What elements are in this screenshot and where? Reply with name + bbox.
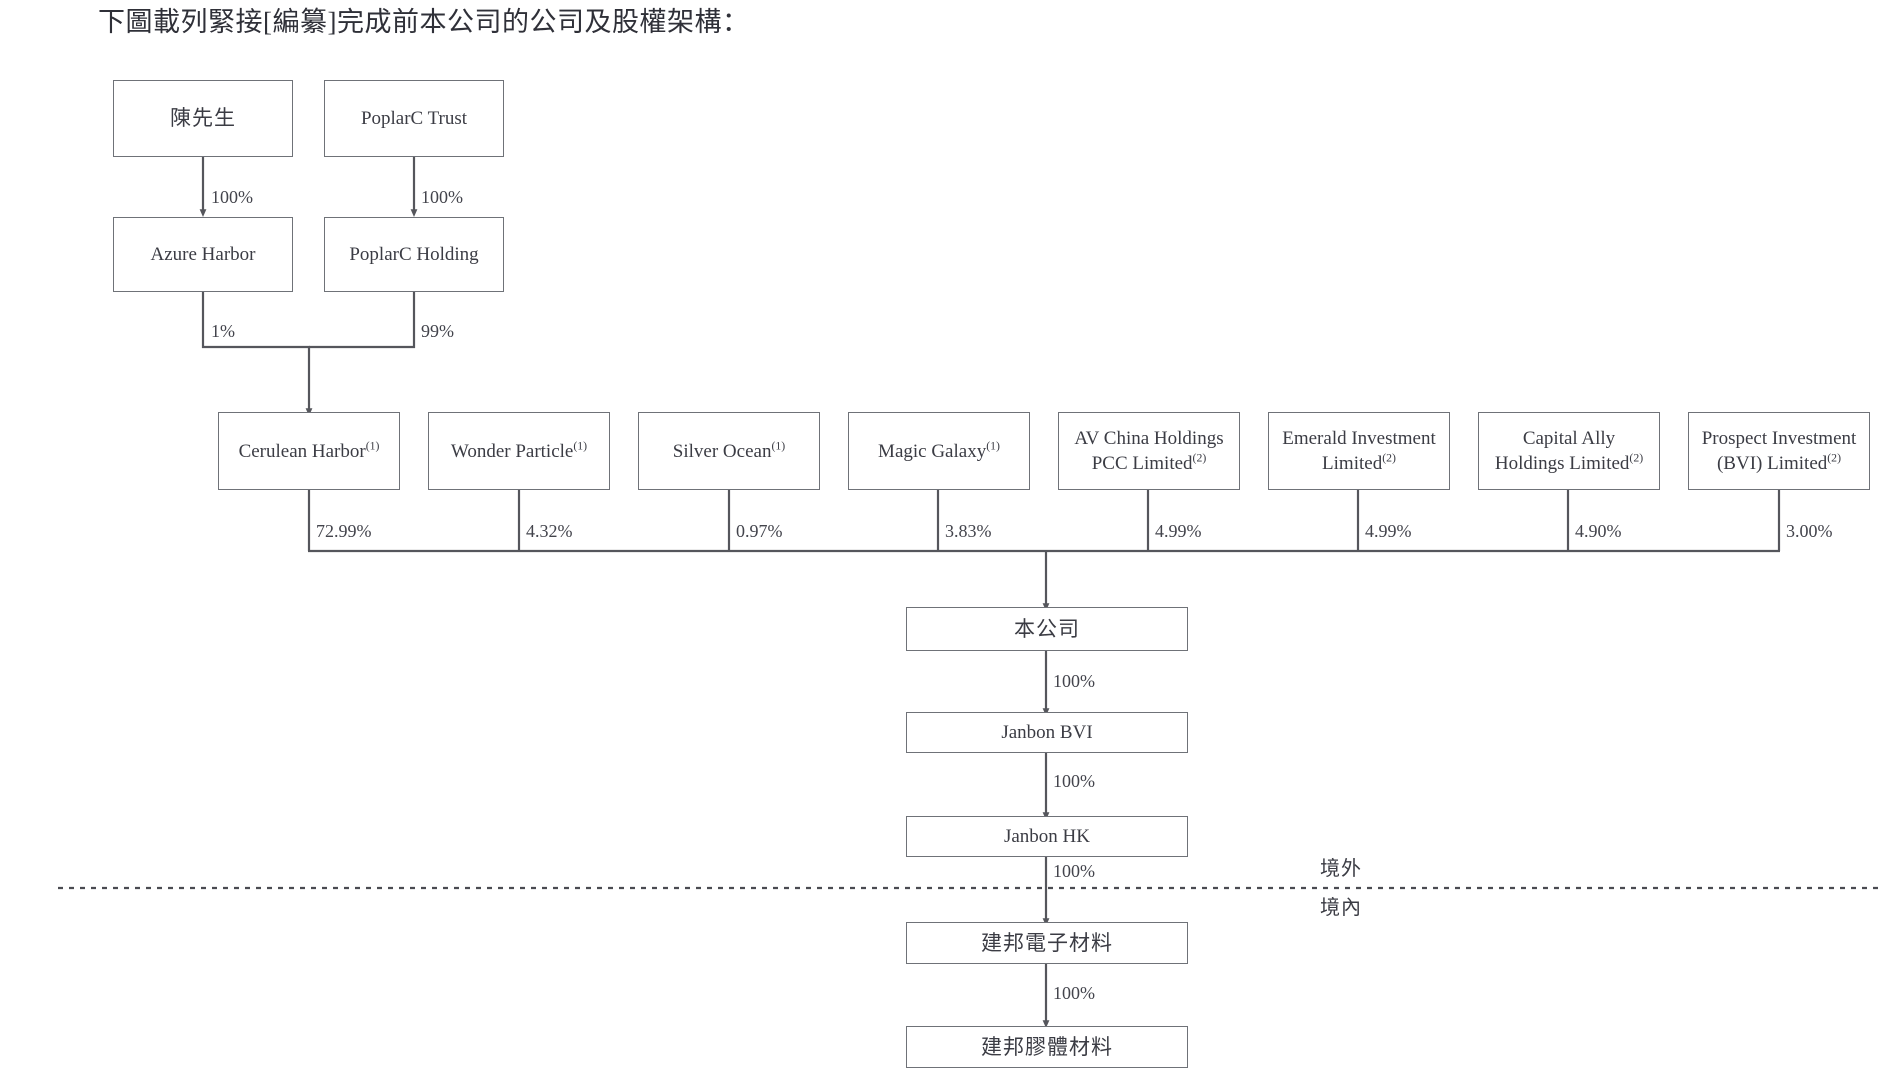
edge-label-holding-to-cerulean: 99% — [421, 321, 454, 341]
node-label: Prospect Investment (BVI) Limited(2) — [1701, 428, 1857, 474]
footnote-marker: (1) — [365, 439, 380, 453]
pct-shareholder-3: 3.83% — [945, 521, 992, 541]
footnote-marker: (1) — [771, 439, 786, 453]
node-label: 建邦膠體材料 — [981, 1034, 1113, 1059]
footnote-marker: (1) — [986, 439, 1000, 453]
edge-label-azure-to-cerulean: 1% — [211, 321, 235, 341]
node-shareholder-7[interactable]: Prospect Investment (BVI) Limited(2) — [1688, 412, 1870, 490]
pct-shareholder-7: 3.00% — [1786, 521, 1833, 541]
node-label: PoplarC Trust — [360, 108, 468, 129]
zone-label-onshore: 境內 — [1320, 897, 1362, 919]
edge-label-chen-to-azure: 100% — [211, 187, 253, 207]
diagram-caption: 下圖載列緊接[編纂]完成前本公司的公司及股權架構： — [98, 7, 750, 37]
edge-label-electronic-to-colloid: 100% — [1053, 983, 1095, 1003]
node-janbon-hk[interactable]: Janbon HK — [906, 816, 1188, 857]
node-label: Janbon BVI — [1001, 722, 1093, 743]
node-shareholder-6[interactable]: Capital Ally Holdings Limited(2) — [1478, 412, 1660, 490]
pct-shareholder-6: 4.90% — [1575, 521, 1622, 541]
node-label: Emerald Investment Limited(2) — [1282, 428, 1436, 474]
node-label: Silver Ocean(1) — [672, 439, 786, 462]
pct-shareholder-1: 4.32% — [526, 521, 573, 541]
node-mr-chen[interactable]: 陳先生 — [113, 80, 293, 157]
pct-shareholder-5: 4.99% — [1365, 521, 1412, 541]
node-jianbang-electronic[interactable]: 建邦電子材料 — [906, 922, 1188, 964]
node-label: Janbon HK — [1003, 826, 1091, 847]
node-shareholder-1[interactable]: Wonder Particle(1) — [428, 412, 610, 490]
node-poplarc-holding[interactable]: PoplarC Holding — [324, 217, 504, 292]
node-label: 建邦電子材料 — [981, 930, 1113, 955]
node-label: Wonder Particle(1) — [450, 439, 588, 462]
footnote-marker: (2) — [1382, 451, 1396, 465]
node-label: Capital Ally Holdings Limited(2) — [1494, 428, 1644, 474]
edge-label-janbon-bvi-to-hk: 100% — [1053, 771, 1095, 791]
edge-label-company-to-janbon-bvi: 100% — [1053, 671, 1095, 691]
node-jianbang-colloid[interactable]: 建邦膠體材料 — [906, 1026, 1188, 1068]
node-shareholder-4[interactable]: AV China Holdings PCC Limited(2) — [1058, 412, 1240, 490]
node-company[interactable]: 本公司 — [906, 607, 1188, 651]
pct-shareholder-0: 72.99% — [316, 521, 372, 541]
node-shareholder-0[interactable]: Cerulean Harbor(1) — [218, 412, 400, 490]
pct-shareholder-4: 4.99% — [1155, 521, 1202, 541]
node-label: AV China Holdings PCC Limited(2) — [1074, 428, 1224, 474]
node-azure-harbor[interactable]: Azure Harbor — [113, 217, 293, 292]
footnote-marker: (2) — [1827, 451, 1841, 465]
node-label: 本公司 — [1014, 616, 1080, 641]
node-label: Azure Harbor — [150, 244, 256, 265]
zone-label-offshore: 境外 — [1320, 858, 1362, 880]
node-label: 陳先生 — [170, 106, 236, 130]
footnote-marker: (2) — [1629, 451, 1644, 465]
node-label: Magic Galaxy(1) — [878, 439, 1000, 462]
node-shareholder-2[interactable]: Silver Ocean(1) — [638, 412, 820, 490]
node-janbon-bvi[interactable]: Janbon BVI — [906, 712, 1188, 753]
node-shareholder-3[interactable]: Magic Galaxy(1) — [848, 412, 1030, 490]
pct-shareholder-2: 0.97% — [736, 521, 783, 541]
node-label: Cerulean Harbor(1) — [238, 439, 380, 462]
edge-label-trust-to-holding: 100% — [421, 187, 463, 207]
edge-label-janbon-hk-to-electronic: 100% — [1053, 861, 1095, 881]
footnote-marker: (2) — [1192, 451, 1207, 465]
node-poplarc-trust[interactable]: PoplarC Trust — [324, 80, 504, 157]
footnote-marker: (1) — [573, 439, 588, 453]
node-shareholder-5[interactable]: Emerald Investment Limited(2) — [1268, 412, 1450, 490]
node-label: PoplarC Holding — [349, 244, 479, 265]
